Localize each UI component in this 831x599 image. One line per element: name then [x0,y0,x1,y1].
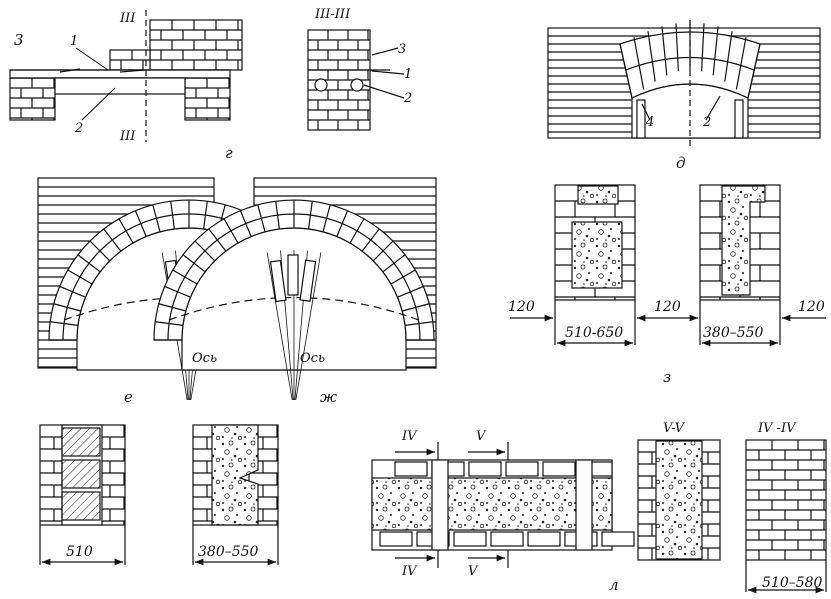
label-section-IV-top: IV [401,429,418,444]
figure-g-elevation [9,10,243,142]
figure-zh-arch [153,177,437,401]
dim-120-b: 120 [654,299,681,315]
dim-510-650: 510-650 [565,325,623,341]
label-s3-num-1: 1 [404,67,412,82]
dim-380-550: 380–550 [703,325,764,341]
label-axis-e: Ось [192,351,217,366]
label-section-III-III: III-III [314,7,351,22]
label-axis-zh: Ось [300,351,325,366]
label-s3-num-3: 3 [398,42,406,57]
label-section-V-bottom: V [468,564,479,579]
label-fig-l: л [609,576,619,594]
label-fig-d: д [676,154,686,172]
label-section-V-V: V-V [663,421,686,436]
dim-120-c: 120 [798,299,825,315]
label-section-V-top: V [476,429,487,444]
dim-380-550-b: 380–550 [198,544,259,560]
figure-section-III-III [307,29,405,131]
label-section-IV-bottom: IV [401,564,418,579]
figure-z-sections [510,184,826,347]
label-num-2-left: 2 [74,121,83,136]
label-d-num-2: 2 [702,115,711,130]
label-fig-e: е [124,388,133,406]
figure-l-lintel [371,439,827,594]
dim-120-a: 120 [508,299,535,315]
dim-510-580: 510–580 [762,575,823,591]
label-fig-z: з [663,368,671,386]
label-d-num-4: 4 [645,115,654,130]
label-fig-zh: ж [320,388,337,406]
label-num-1-left: 1 [70,34,78,49]
label-section-III-top: III [119,11,136,26]
label-s3-num-2: 2 [403,91,412,106]
label-num-3-left: 3 [14,31,24,49]
label-fig-g: г [225,144,233,162]
figure-d-arch [547,20,821,150]
label-section-IV-IV: IV -IV [757,421,797,436]
label-section-III-bottom: III [119,129,136,144]
labels: 3 1 2 III III г III-III 3 1 2 4 2 д Ось … [14,7,825,594]
bottom-left-sections [39,424,279,566]
dim-510: 510 [66,544,93,560]
